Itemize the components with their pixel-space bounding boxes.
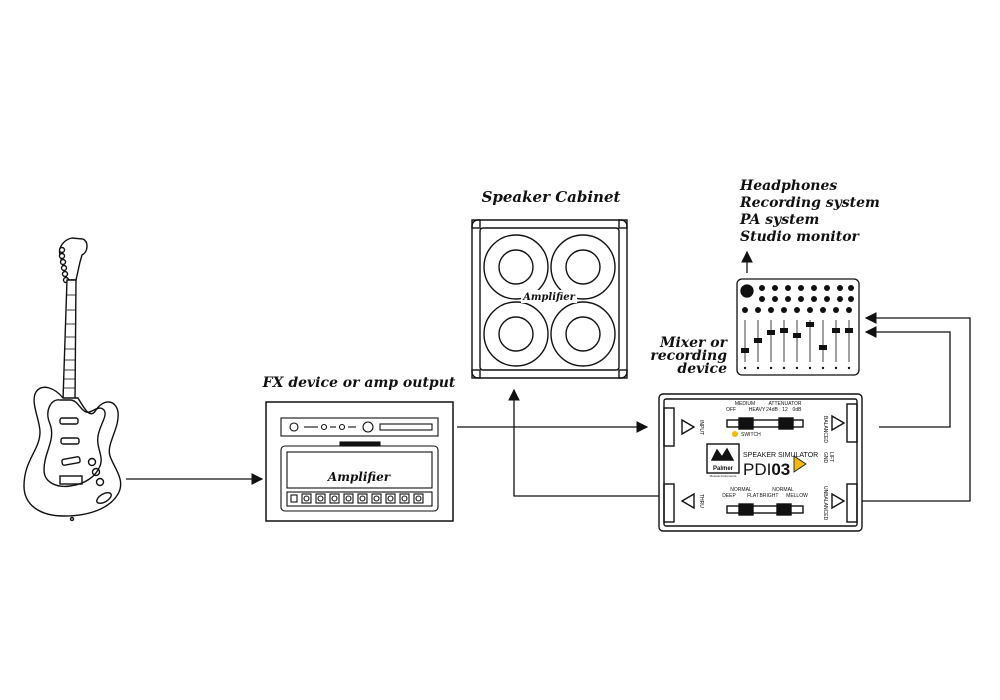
- rack-fx-unit-icon: [280, 417, 439, 437]
- att-24db-label: 24dB: [766, 407, 778, 413]
- attenuator-label: ATTENUATOR: [768, 401, 801, 407]
- normal-left-label: NORMAL: [730, 487, 752, 493]
- pdi-thru-to-cabinet-arrow: [508, 388, 659, 497]
- fx-device-label: FX device or amp output: [262, 375, 456, 391]
- pdi-balanced-to-mixer-arrow: [864, 326, 951, 428]
- heavy-label: HEAVY: [749, 407, 766, 413]
- output-label-headphones: Headphones: [739, 178, 837, 194]
- pdi-model-prefix: PDI: [743, 460, 771, 479]
- off-label: OFF: [726, 407, 736, 413]
- medium-label: MEDIUM: [735, 401, 755, 407]
- gnd-label: GND: [822, 452, 828, 464]
- cabinet-brand-label: Amplifier: [522, 292, 576, 303]
- normal-right-label: NORMAL: [772, 487, 794, 493]
- pdi-title-label: SPEAKER SIMULATOR: [743, 452, 818, 459]
- palmer-brand-sub-label: Musical Instruments: [710, 474, 737, 478]
- mixer-label-line-1: Mixer or: [659, 335, 729, 351]
- pdi-unbalanced-to-mixer-arrow: [862, 312, 971, 502]
- lift-label: LIFT: [828, 452, 834, 462]
- mellow-label: MELLOW: [786, 493, 808, 499]
- switch-led-icon: [732, 431, 738, 437]
- mixer-console-icon: [736, 278, 860, 376]
- bright-label: BRIGHT: [760, 493, 779, 499]
- output-label-pa-system: PA system: [739, 212, 819, 228]
- thru-jack-label: THRU: [698, 494, 704, 508]
- unbalanced-jack-label: UNBALANCED: [822, 486, 828, 521]
- palmer-brand-label: Palmer: [713, 466, 734, 472]
- speaker-cabinet-label: Speaker Cabinet: [482, 188, 621, 206]
- fx-device-box: [265, 401, 454, 522]
- pdi-accent-icon: [793, 455, 807, 473]
- deep-label: DEEP: [722, 493, 736, 499]
- electric-guitar-icon: [23, 237, 122, 522]
- mixer-label-line-3: device: [677, 361, 727, 377]
- pdi-model-label: PDI03: [743, 460, 790, 479]
- input-jack-label: INPUT: [698, 420, 704, 435]
- output-label-recording-system: Recording system: [739, 195, 880, 211]
- att-0db-label: 0dB: [793, 407, 803, 413]
- att-12-label: 12: [782, 407, 788, 413]
- amplifier-head-icon: [280, 441, 439, 512]
- mixer-label-line-2: recording: [650, 348, 727, 364]
- switch-label: SWITCH: [741, 432, 761, 438]
- balanced-jack-label: BALANCED: [822, 416, 828, 443]
- flat-label: FLAT: [747, 493, 759, 499]
- amp-head-label: Amplifier: [327, 470, 392, 484]
- pdi-model-number: 03: [771, 460, 790, 479]
- output-label-studio-monitor: Studio monitor: [740, 229, 861, 245]
- pdi03-speaker-simulator-icon: [658, 393, 863, 532]
